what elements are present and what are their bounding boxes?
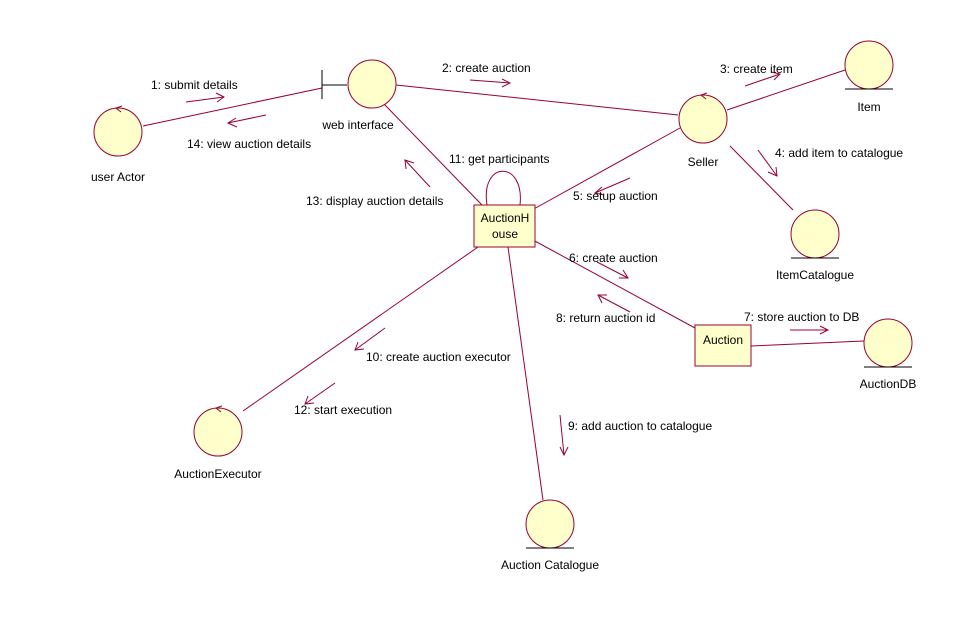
message-label-13: 13: display auction details (306, 194, 443, 208)
entity-icon (525, 499, 575, 549)
arrow-m13 (404, 159, 431, 188)
node-label: Auction Catalogue (501, 558, 599, 572)
message-label-7: 7: store auction to DB (744, 310, 859, 324)
arrow-m4 (757, 149, 778, 177)
control-icon (193, 407, 243, 457)
message-label-1: 1: submit details (151, 78, 238, 92)
link-auctionhouse-catalogue (507, 246, 544, 501)
link-auctionhouse-executor (242, 246, 479, 412)
node-auction-catalogue[interactable]: Auction Catalogue (501, 499, 599, 572)
message-label-12: 12: start execution (294, 403, 392, 417)
node-item[interactable]: Item (844, 40, 894, 114)
node-item-catalogue[interactable]: ItemCatalogue (776, 209, 854, 282)
link-seller-auctionhouse (531, 127, 681, 211)
link-seller-item (726, 69, 846, 111)
arrow-m1 (185, 92, 225, 103)
node-auction[interactable]: Auction (694, 324, 752, 367)
message-label-8: 8: return auction id (556, 311, 655, 325)
message-label-10: 10: create auction executor (366, 350, 511, 364)
message-label-5: 5: setup auction (573, 189, 658, 203)
message-label-11: 11: get participants (449, 152, 550, 166)
message-label-9: 9: add auction to catalogue (568, 419, 712, 433)
node-label: Auction (703, 333, 743, 347)
entity-icon (844, 40, 894, 90)
link-web-auctionhouse (383, 103, 483, 206)
node-auction-house[interactable]: AuctionH ouse (473, 204, 536, 248)
link-auctionhouse-auction (532, 239, 696, 329)
node-auction-db[interactable]: AuctionDB (860, 318, 917, 391)
control-icon (678, 94, 728, 144)
arrow-m10 (354, 327, 386, 351)
node-auction-executor[interactable]: AuctionExecutor (174, 405, 262, 481)
node-label: AuctionExecutor (174, 467, 261, 481)
control-icon (93, 107, 143, 157)
arrow-m7 (790, 325, 830, 335)
arrow-m8 (597, 294, 631, 313)
entity-icon (863, 318, 913, 368)
node-label: Item (857, 100, 880, 114)
arrow-m6 (596, 261, 629, 279)
link-auction-auctiondb (750, 340, 865, 347)
node-label: Seller (688, 155, 719, 169)
arrow-m2 (469, 78, 512, 88)
node-label: AuctionDB (860, 377, 917, 391)
node-label: ItemCatalogue (776, 268, 854, 282)
arrow-m9 (559, 414, 569, 457)
arrow-m14 (226, 114, 267, 128)
entity-icon (790, 209, 840, 259)
node-label: web interface (321, 118, 394, 132)
node-user-actor[interactable]: user Actor (91, 105, 145, 184)
node-web-interface[interactable]: web interface (321, 59, 397, 132)
node-label: user Actor (91, 170, 145, 184)
arrow-m12 (304, 382, 336, 405)
message-label-2: 2: create auction (442, 61, 531, 75)
node-seller[interactable]: Seller (678, 92, 728, 169)
arrow-m3 (744, 71, 781, 87)
message-label-3: 3: create item (720, 62, 793, 76)
node-label-line2: ouse (492, 227, 518, 241)
message-label-6: 6: create auction (569, 251, 658, 265)
message-label-14: 14: view auction details (187, 137, 311, 151)
node-label-line1: AuctionH (481, 211, 530, 225)
link-user-web (142, 87, 323, 127)
message-label-4: 4: add item to catalogue (775, 146, 903, 160)
link-self-auctionhouse (485, 170, 521, 206)
link-web-seller (395, 84, 679, 116)
link-seller-itemcatalogue (729, 145, 794, 211)
arrow-m5 (593, 177, 631, 196)
